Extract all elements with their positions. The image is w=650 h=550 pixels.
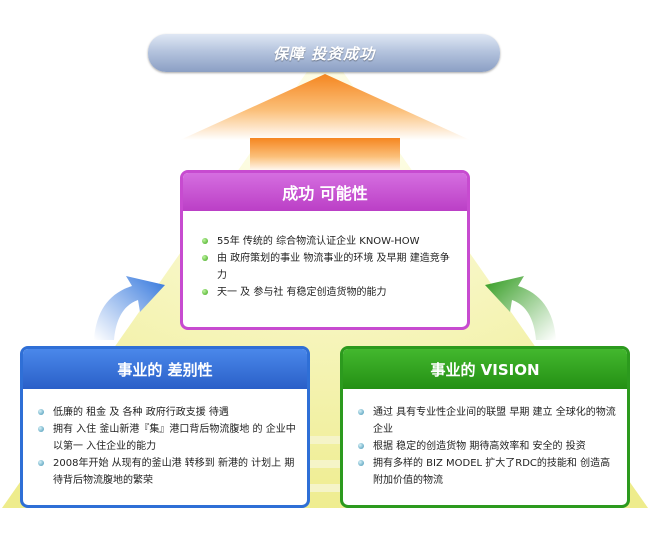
business-vision-box: 事业的 VISION 通过 具有专业性企业间的联盟 早期 建立 全球化的物流企业…	[340, 346, 630, 508]
list-item: 2008年开始 从现有的釜山港 转移到 新港的 计划上 期待背后物流腹地的繁荣	[35, 455, 297, 489]
box-title: 事业的 VISION	[430, 360, 540, 379]
box-header: 事业的 VISION	[343, 349, 627, 389]
box-title: 成功 可能性	[282, 184, 368, 203]
blue-curved-arrow-icon	[94, 276, 165, 340]
banner-investment-success: 保障 投资成功	[148, 34, 500, 72]
list-item: 通过 具有专业性企业间的联盟 早期 建立 全球化的物流企业	[355, 404, 619, 438]
list-item: 低廉的 租金 及 各种 政府行政支援 待遇	[35, 404, 297, 421]
list-item: 拥有 入住 釜山新港『集』港口背后物流腹地 的 企业中以第一 入住企业的能力	[35, 421, 297, 455]
connector-bar	[310, 436, 340, 444]
list-item: 55年 传统的 综合物流认证企业 KNOW-HOW	[199, 233, 457, 250]
orange-up-arrow	[180, 74, 470, 172]
success-possibility-box: 成功 可能性 55年 传统的 综合物流认证企业 KNOW-HOW 由 政府策划的…	[180, 170, 470, 330]
connector-bar	[310, 484, 340, 492]
connector-bar	[310, 460, 340, 468]
list-item: 根据 稳定的创造货物 期待高效率和 安全的 投资	[355, 438, 619, 455]
list-item: 天一 及 参与社 有稳定创造货物的能力	[199, 284, 457, 301]
business-differentiation-box: 事业的 差别性 低廉的 租金 及 各种 政府行政支援 待遇 拥有 入住 釜山新港…	[20, 346, 310, 508]
list-item: 拥有多样的 BIZ MODEL 扩大了RDC的技能和 创造高附加价值的物流	[355, 455, 619, 489]
item-list: 55年 传统的 综合物流认证企业 KNOW-HOW 由 政府策划的事业 物流事业…	[183, 211, 467, 301]
box-header: 事业的 差别性	[23, 349, 307, 389]
box-header: 成功 可能性	[183, 173, 467, 211]
item-list: 通过 具有专业性企业间的联盟 早期 建立 全球化的物流企业 根据 稳定的创造货物…	[343, 389, 627, 489]
list-item: 由 政府策划的事业 物流事业的环境 及早期 建造竞争力	[199, 250, 457, 284]
banner-title: 保障 投资成功	[272, 44, 376, 63]
green-curved-arrow-icon	[485, 276, 556, 340]
box-title: 事业的 差别性	[117, 360, 213, 379]
item-list: 低廉的 租金 及 各种 政府行政支援 待遇 拥有 入住 釜山新港『集』港口背后物…	[23, 389, 307, 489]
